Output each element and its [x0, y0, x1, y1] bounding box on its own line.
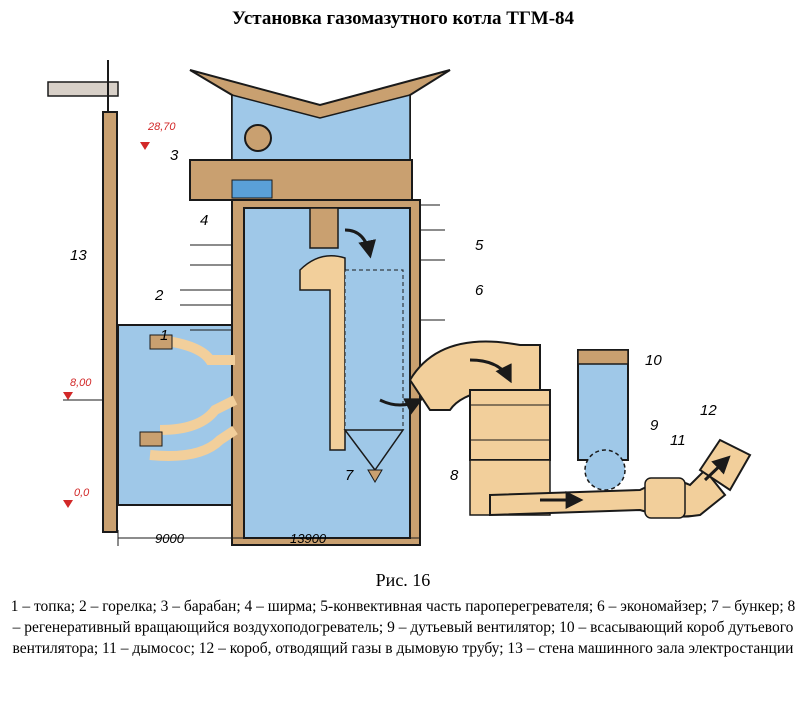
label-3: 3: [170, 147, 179, 164]
screen-superheater: [309, 207, 339, 249]
roof-beam: [189, 159, 413, 201]
svg-text:8,00: 8,00: [70, 377, 92, 389]
convective-shaft: [299, 255, 346, 451]
drum: [244, 124, 272, 152]
label-1: 1: [160, 327, 168, 344]
figure-label: Рис. 16: [375, 570, 431, 590]
svg-text:28,70: 28,70: [147, 121, 176, 133]
label-7: 7: [345, 467, 354, 484]
label-10: 10: [645, 352, 662, 369]
boiler-diagram: 28,70 8,00 0,0 9000 13900 1 2 3 4 5 6 7 …: [47, 60, 752, 546]
dim-9000: 9000: [155, 531, 185, 546]
label-13: 13: [70, 247, 87, 264]
hopper: [343, 429, 405, 472]
blower-fan: [584, 449, 626, 491]
exhaust-fan: [644, 477, 686, 519]
suction-box: [577, 349, 629, 461]
label-9: 9: [650, 417, 659, 434]
label-12: 12: [700, 402, 717, 419]
label-8: 8: [450, 467, 459, 484]
elevation-markers: 28,70 8,00 0,0: [63, 121, 176, 508]
label-4: 4: [200, 212, 208, 229]
machine-hall-wall: [47, 60, 119, 533]
burner-block: [117, 324, 238, 506]
boiler-roof: [189, 69, 451, 161]
platforms-right: [420, 204, 445, 321]
svg-text:0,0: 0,0: [74, 487, 90, 499]
flue-duct: [408, 340, 541, 411]
platforms-left: [180, 244, 232, 331]
dim-13900: 13900: [290, 531, 327, 546]
label-6: 6: [475, 282, 484, 299]
dimension-lines: [117, 530, 421, 546]
diagram-title: Установка газомазутного котла ТГМ-84: [231, 8, 575, 29]
figure-caption: 1 – топка; 2 – горелка; 3 – барабан; 4 –…: [10, 598, 796, 657]
label-11: 11: [670, 432, 686, 449]
label-2: 2: [154, 287, 164, 304]
label-5: 5: [475, 237, 484, 254]
